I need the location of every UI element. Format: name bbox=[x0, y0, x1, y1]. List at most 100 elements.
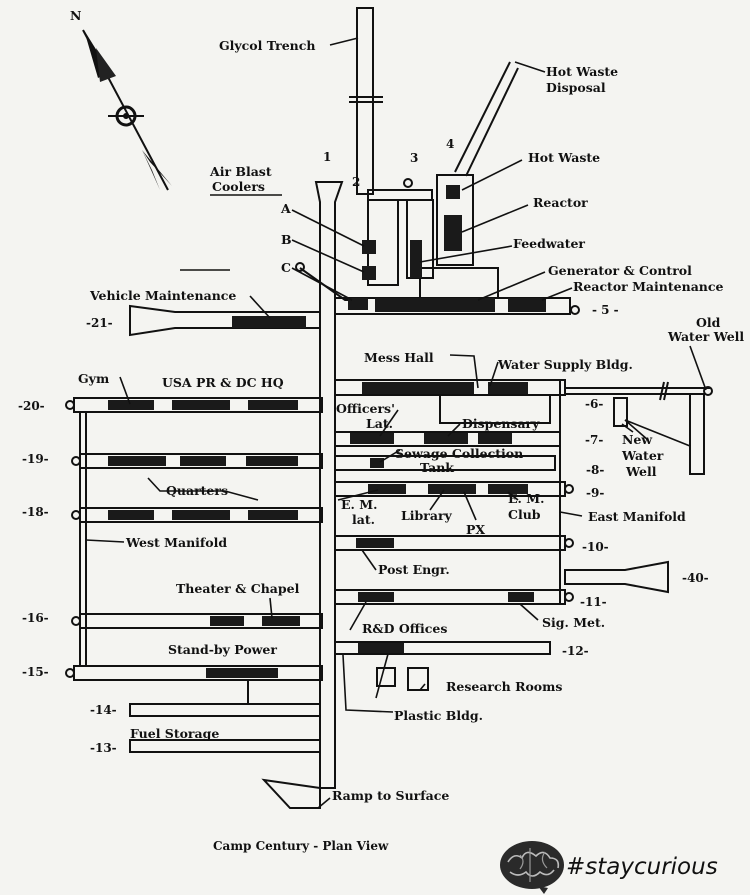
tunnel-number-1: 1 bbox=[323, 150, 331, 164]
cooler-c bbox=[348, 298, 368, 310]
label-air-blast-2: Coolers bbox=[212, 179, 265, 194]
building-blocks bbox=[108, 185, 546, 678]
tunnel-number-2: 2 bbox=[352, 175, 360, 189]
tunnel-number-11: -11- bbox=[580, 595, 607, 609]
dispensary-block-1 bbox=[424, 433, 468, 444]
quarters-block-6 bbox=[248, 510, 298, 520]
label-west-manifold: West Manifold bbox=[125, 535, 227, 550]
labels: Glycol Trench Hot Waste Disposal Air Bla… bbox=[18, 38, 744, 853]
feedwater-unit bbox=[410, 240, 422, 278]
north-arrow-icon bbox=[82, 29, 172, 191]
label-officers-2: Lat. bbox=[366, 416, 393, 431]
usa-pr-block-1 bbox=[172, 400, 230, 410]
label-east-manifold: East Manifold bbox=[588, 509, 686, 524]
label-em-club-2: Club bbox=[508, 507, 541, 522]
label-plastic-bldg: Plastic Bldg. bbox=[394, 708, 483, 723]
quarters-block-4 bbox=[108, 510, 154, 520]
label-old-water-well-1: Old bbox=[696, 315, 721, 330]
label-hot-waste-disposal-1: Hot Waste bbox=[546, 64, 618, 79]
label-gym: Gym bbox=[78, 371, 109, 386]
sig-met-block bbox=[508, 592, 534, 602]
tunnel-number-13: -13- bbox=[90, 741, 117, 755]
label-em-lat-1: E. M. bbox=[341, 497, 377, 512]
tunnel-number-40: -40- bbox=[682, 571, 709, 585]
hashtag-text: #staycurious bbox=[566, 854, 718, 880]
label-old-water-well-2: Water Well bbox=[667, 329, 744, 344]
cooler-b bbox=[362, 266, 376, 280]
label-research-rooms: Research Rooms bbox=[446, 679, 562, 694]
label-sewage-1: Sewage Collection bbox=[395, 446, 523, 461]
label-em-lat-2: lat. bbox=[352, 512, 375, 527]
tunnel-number-20: -20- bbox=[18, 399, 45, 413]
water-supply-block bbox=[488, 382, 528, 394]
label-reactor: Reactor bbox=[533, 195, 588, 210]
tunnel-number-4: 4 bbox=[446, 137, 454, 151]
theater-block bbox=[210, 616, 244, 626]
tunnel-structure bbox=[65, 7, 713, 809]
leader-lines bbox=[85, 37, 707, 809]
label-cooler-b: B bbox=[281, 232, 292, 247]
label-new-water-well-2: Water bbox=[621, 448, 664, 463]
label-px: PX bbox=[466, 522, 485, 537]
label-sig-met: Sig. Met. bbox=[542, 615, 605, 630]
label-post-engr: Post Engr. bbox=[378, 562, 450, 577]
compass-north-letter: N bbox=[70, 8, 81, 23]
label-hot-waste-disposal-2: Disposal bbox=[546, 80, 606, 95]
label-reactor-maintenance: Reactor Maintenance bbox=[573, 279, 723, 294]
quarters-block-3 bbox=[246, 456, 298, 466]
tunnel-number-10: -10- bbox=[582, 540, 609, 554]
label-new-water-well-1: New bbox=[622, 432, 653, 447]
label-em-club-1: E. M. bbox=[508, 491, 544, 506]
label-sewage-2: Tank bbox=[420, 460, 454, 475]
tunnel-number-3: 3 bbox=[410, 151, 418, 165]
tunnel-number-12: -12- bbox=[562, 644, 589, 658]
reactor-maintenance-block bbox=[508, 298, 546, 312]
tunnel-number-16: -16- bbox=[22, 611, 49, 625]
standby-power-block bbox=[206, 668, 278, 678]
label-generator-control: Generator & Control bbox=[548, 263, 692, 278]
label-vehicle-maintenance: Vehicle Maintenance bbox=[89, 288, 236, 303]
mess-hall-block bbox=[362, 382, 474, 394]
label-cooler-c: C bbox=[281, 260, 291, 275]
label-theater-chapel: Theater & Chapel bbox=[176, 581, 300, 596]
label-new-water-well-3: Well bbox=[625, 464, 657, 479]
rd-offices-block bbox=[358, 643, 404, 653]
usa-pr-block-2 bbox=[248, 400, 298, 410]
quarters-block-5 bbox=[172, 510, 230, 520]
label-ramp: Ramp to Surface bbox=[332, 788, 449, 803]
tunnel-number-7: -7- bbox=[585, 433, 603, 447]
label-fuel-storage: Fuel Storage bbox=[130, 726, 219, 741]
sewage-tank-block bbox=[370, 458, 384, 468]
tunnel-number-21: -21- bbox=[86, 316, 113, 330]
label-cooler-a: A bbox=[280, 201, 291, 216]
cooler-a bbox=[362, 240, 376, 254]
tunnel-number-14: -14- bbox=[90, 703, 117, 717]
label-hot-waste: Hot Waste bbox=[528, 150, 600, 165]
library-px-block bbox=[428, 484, 476, 494]
vehicle-maintenance-block bbox=[232, 316, 306, 328]
tunnel-number-5: - 5 - bbox=[592, 303, 619, 317]
label-rd-offices: R&D Offices bbox=[362, 621, 447, 636]
label-standby-power: Stand-by Power bbox=[168, 642, 277, 657]
chapel-block bbox=[262, 616, 300, 626]
label-library: Library bbox=[401, 508, 453, 523]
tunnel-number-15: -15- bbox=[22, 665, 49, 679]
em-club-block bbox=[488, 484, 528, 494]
rd-block-1 bbox=[358, 592, 394, 602]
brain-icon bbox=[500, 841, 564, 894]
hot-waste-tank bbox=[446, 185, 460, 199]
diagram-title: Camp Century - Plan View bbox=[213, 839, 389, 853]
label-glycol-trench: Glycol Trench bbox=[219, 38, 315, 53]
em-lat-block bbox=[368, 484, 406, 494]
tunnel-number-19: -19- bbox=[22, 452, 49, 466]
tunnel-number-9: -9- bbox=[586, 486, 604, 500]
label-air-blast-1: Air Blast bbox=[209, 164, 272, 179]
label-feedwater: Feedwater bbox=[513, 236, 585, 251]
reactor-vessel bbox=[444, 215, 462, 251]
post-engr-block bbox=[356, 538, 394, 548]
label-officers-1: Officers' bbox=[336, 401, 395, 416]
tunnel-number-6: -6- bbox=[585, 397, 603, 411]
dispensary-block-2 bbox=[478, 433, 512, 444]
tunnel-number-18: -18- bbox=[22, 505, 49, 519]
